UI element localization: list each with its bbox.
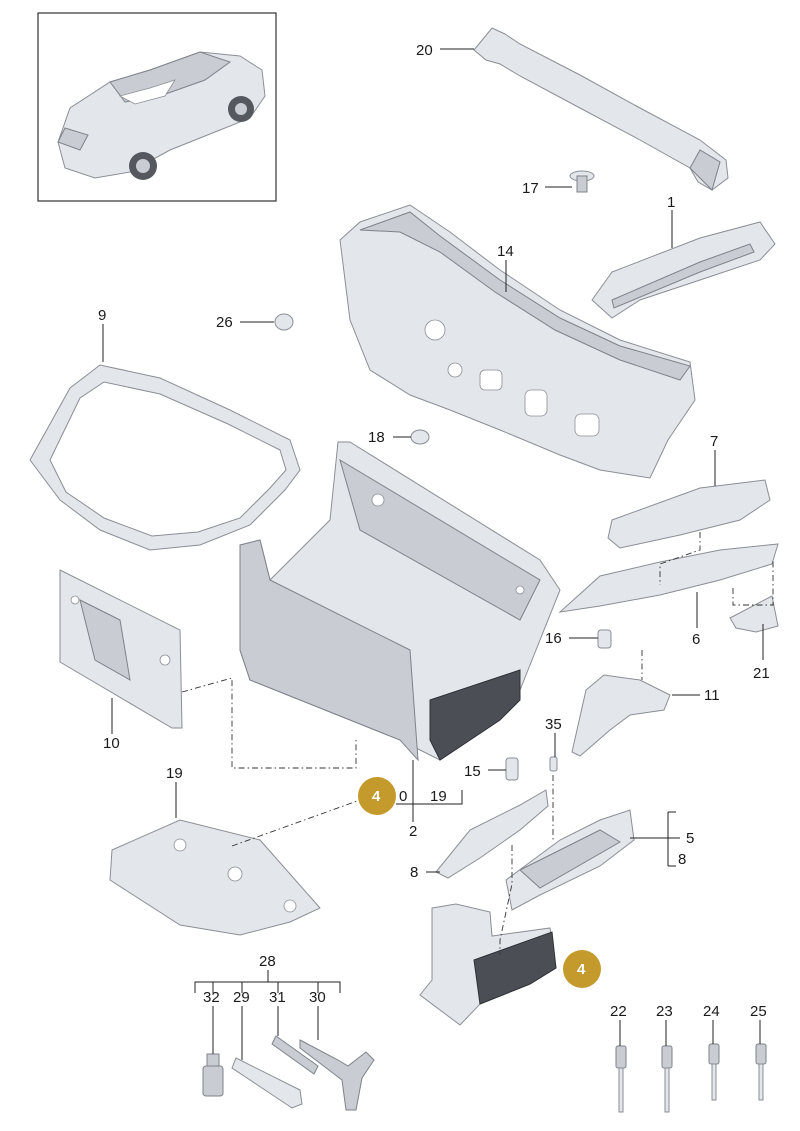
- svg-text:4: 4: [577, 961, 586, 978]
- label-24: 24: [703, 1003, 720, 1020]
- assembly-lines: [181, 532, 774, 955]
- label-11: 11: [704, 687, 720, 704]
- part-31-nozzle[interactable]: [271, 1035, 319, 1075]
- rivet-22[interactable]: [615, 1045, 627, 1113]
- label-15: 15: [464, 763, 481, 780]
- label-35: 35: [545, 716, 562, 733]
- label-29: 29: [233, 989, 250, 1006]
- label-31: 31: [269, 989, 286, 1006]
- part-5-member[interactable]: [505, 809, 635, 911]
- rivet-24[interactable]: [708, 1043, 720, 1101]
- label-26: 26: [216, 314, 233, 331]
- label-2: 2: [409, 823, 417, 840]
- label-22: 22: [610, 1003, 627, 1020]
- part-14-bulkhead[interactable]: [339, 204, 696, 479]
- part-1-reinforcement[interactable]: [591, 221, 776, 319]
- badge-4-right[interactable]: 4: [563, 950, 601, 988]
- part-30-gun[interactable]: [299, 1039, 375, 1111]
- part-17-clip[interactable]: [569, 170, 595, 193]
- label-1: 1: [667, 194, 675, 211]
- rivet-25[interactable]: [755, 1043, 767, 1101]
- part-21-bracket[interactable]: [729, 595, 779, 633]
- label-19: 19: [430, 788, 447, 805]
- label-8-left: 8: [410, 864, 418, 881]
- part-32-bottle[interactable]: [202, 1053, 224, 1097]
- rivet-23[interactable]: [661, 1045, 673, 1113]
- part-15-spacer[interactable]: [505, 757, 519, 781]
- part-2-front-structure[interactable]: [239, 441, 561, 762]
- part-16-spacer[interactable]: [597, 629, 612, 649]
- part-6-bracket[interactable]: [558, 543, 779, 613]
- part-labels: 20 17 1 14 9 26 18 7 16 6 21 11 10 35 15…: [98, 42, 770, 1020]
- part-26-plug[interactable]: [274, 313, 294, 331]
- label-30: 30: [309, 989, 326, 1006]
- label-18: 18: [368, 429, 385, 446]
- svg-text:4: 4: [372, 788, 381, 805]
- label-19-top: 19: [166, 765, 183, 782]
- part-8-upper[interactable]: [435, 789, 549, 879]
- label-25: 25: [750, 1003, 767, 1020]
- part-11-bracket[interactable]: [571, 674, 671, 757]
- label-17: 17: [522, 180, 539, 197]
- label-0: 0: [399, 788, 407, 805]
- leader-lines: [102, 48, 764, 1060]
- part-20-cross-member[interactable]: [473, 27, 729, 191]
- label-23: 23: [656, 1003, 673, 1020]
- part-29-tube[interactable]: [231, 1057, 303, 1109]
- label-16: 16: [545, 630, 562, 647]
- part-7-bracket[interactable]: [607, 479, 771, 549]
- part-35-rivet[interactable]: [549, 756, 558, 772]
- label-10: 10: [103, 735, 120, 752]
- vehicle-thumbnail: [37, 12, 277, 202]
- label-28: 28: [259, 953, 276, 970]
- part-9-frame[interactable]: [29, 364, 301, 551]
- label-14: 14: [497, 243, 514, 260]
- label-6: 6: [692, 631, 700, 648]
- part-19-plate[interactable]: [109, 819, 321, 936]
- label-9: 9: [98, 307, 106, 324]
- badge-4-center[interactable]: 4: [358, 777, 396, 815]
- label-20: 20: [416, 42, 433, 59]
- part-10-panel[interactable]: [59, 569, 183, 729]
- label-21: 21: [753, 665, 770, 682]
- label-7: 7: [710, 433, 718, 450]
- part-8-lower[interactable]: [419, 903, 557, 1026]
- label-5: 5: [686, 830, 694, 847]
- part-18-clip[interactable]: [410, 429, 430, 445]
- label-8-right: 8: [678, 851, 686, 868]
- label-32: 32: [203, 989, 220, 1006]
